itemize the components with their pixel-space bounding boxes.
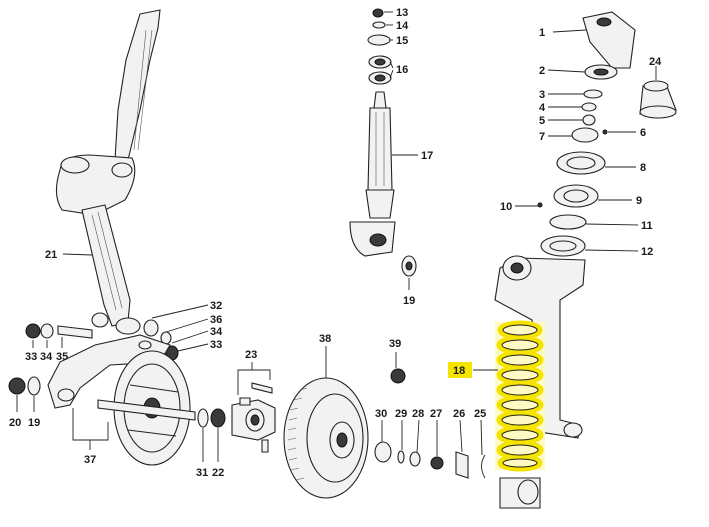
coil-spring <box>495 320 545 472</box>
hub-small-parts <box>374 255 486 479</box>
label-18: 18 <box>453 365 465 377</box>
label-35: 35 <box>56 351 68 363</box>
label-20: 20 <box>9 417 21 429</box>
label-15: 15 <box>396 35 408 47</box>
part-labels: 13 14 15 16 17 19 1 2 3 4 5 7 6 8 9 10 1… <box>9 7 662 479</box>
label-8: 8 <box>640 162 646 174</box>
label-37: 37 <box>84 454 96 466</box>
label-34-left: 34 <box>40 351 53 363</box>
label-26: 26 <box>453 408 465 420</box>
label-32: 32 <box>210 300 222 312</box>
leader-lines <box>16 11 657 462</box>
label-38: 38 <box>319 333 331 345</box>
label-16: 16 <box>396 64 408 76</box>
label-25: 25 <box>474 408 486 420</box>
label-7: 7 <box>539 131 545 143</box>
label-29: 29 <box>395 408 407 420</box>
label-19-top: 19 <box>403 295 415 307</box>
label-33-right: 33 <box>210 339 222 351</box>
label-36: 36 <box>210 314 222 326</box>
drum-fins <box>287 387 308 481</box>
label-1: 1 <box>539 27 545 39</box>
label-34-right: 34 <box>210 326 223 338</box>
label-14: 14 <box>396 20 409 32</box>
label-33-left: 33 <box>25 351 37 363</box>
label-6: 6 <box>640 127 646 139</box>
label-5: 5 <box>539 115 545 127</box>
label-24: 24 <box>649 56 662 68</box>
label-19-left: 19 <box>28 417 40 429</box>
label-39: 39 <box>389 338 401 350</box>
brake-drum <box>283 377 369 499</box>
label-17: 17 <box>421 150 433 162</box>
brake-backing-plate <box>97 350 196 466</box>
shock-absorber <box>349 8 396 257</box>
label-13: 13 <box>396 7 408 19</box>
label-11: 11 <box>641 220 653 232</box>
label-31: 31 <box>196 467 208 479</box>
label-27: 27 <box>430 408 442 420</box>
label-4: 4 <box>539 102 546 114</box>
label-21: 21 <box>45 249 57 261</box>
label-2: 2 <box>539 65 545 77</box>
label-12: 12 <box>641 246 653 258</box>
label-22: 22 <box>212 467 224 479</box>
strut-mount-stack <box>537 11 677 257</box>
label-28: 28 <box>412 408 424 420</box>
label-3: 3 <box>539 89 545 101</box>
label-30: 30 <box>375 408 387 420</box>
label-23: 23 <box>245 349 257 361</box>
hub-and-bearings <box>197 382 276 453</box>
label-9: 9 <box>636 195 642 207</box>
label-10: 10 <box>500 201 512 213</box>
label-18-highlight <box>448 362 472 378</box>
steering-knuckle <box>55 9 161 335</box>
